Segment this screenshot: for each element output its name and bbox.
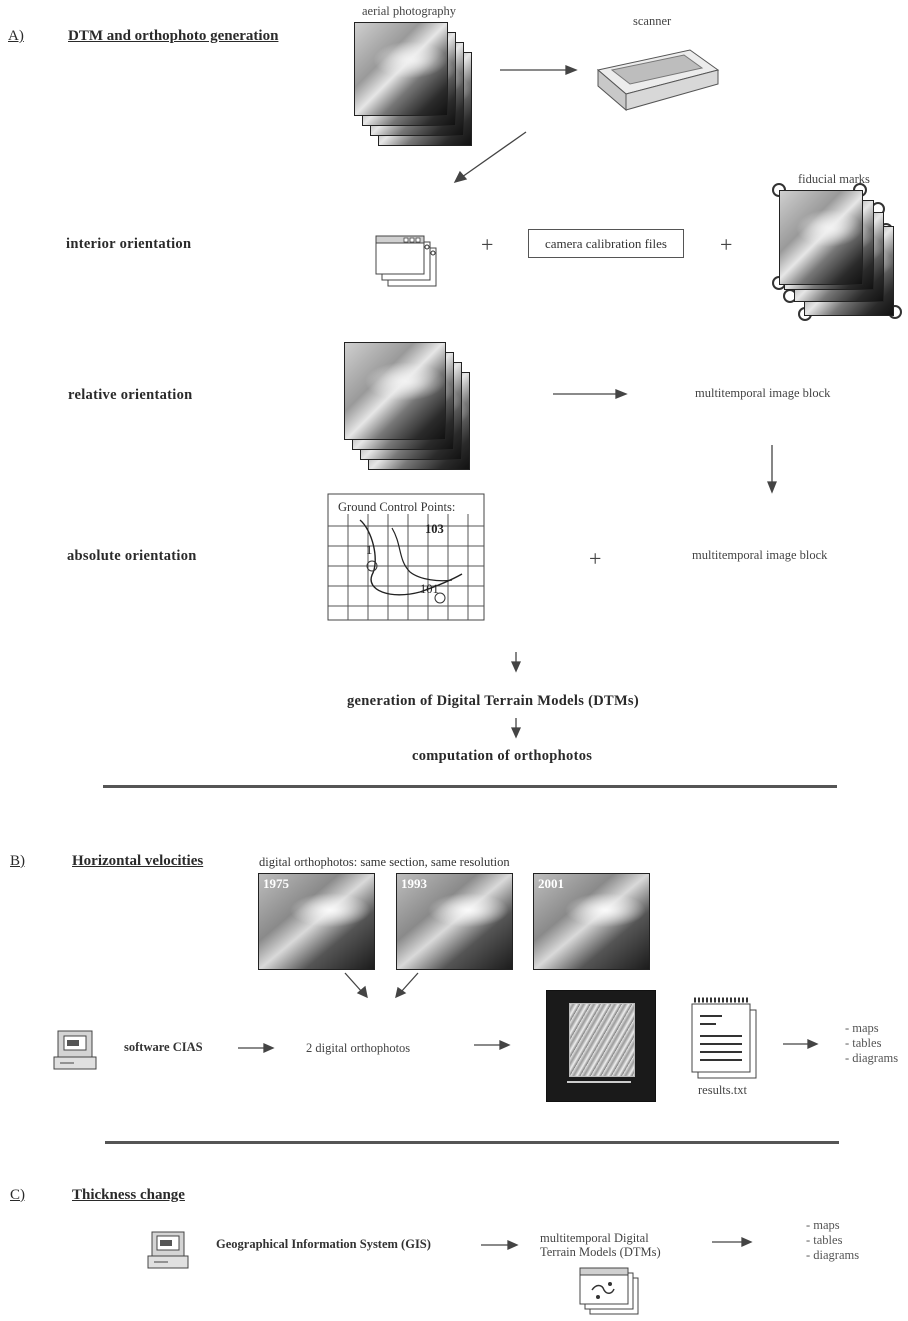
year-label: 1993 (401, 876, 427, 891)
gcp-101: 101 (420, 582, 439, 596)
section-c-title: Thickness change (72, 1187, 185, 1203)
section-b-title: Horizontal velocities (72, 853, 204, 869)
output-item: - diagrams (806, 1248, 860, 1262)
output-item: - maps (806, 1218, 840, 1232)
output-item: - tables (806, 1233, 843, 1247)
section-a-letter: A) (8, 28, 24, 44)
gcp-title: Ground Control Points: (338, 500, 456, 514)
plus-sign: + (589, 546, 602, 571)
orthophoto-1975: 1975 (258, 873, 375, 970)
multitemporal-image-block-2: multitemporal image block (692, 548, 828, 562)
section-a-title: DTM and orthophoto generation (68, 28, 279, 44)
gcp-map-grid (327, 493, 485, 621)
section-b-letter: B) (10, 853, 25, 869)
dtm-caption-line: multitemporal Digital (540, 1231, 649, 1245)
output-item: - diagrams (845, 1051, 899, 1065)
absolute-orientation-label: absolute orientation (67, 548, 197, 564)
fiducial-marks-label: fiducial marks (798, 172, 870, 186)
results-notepad-icon (691, 997, 757, 1079)
orthophoto-2001: 2001 (533, 873, 650, 970)
output-item: - maps (845, 1021, 879, 1035)
dtm-stack-caption: multitemporal Digital Terrain Models (DT… (540, 1231, 661, 1259)
gcp-103: 103 (425, 522, 444, 536)
relative-orientation-label: relative orientation (68, 387, 193, 403)
dtm-window-icon (579, 1267, 639, 1315)
interior-orientation-label: interior orientation (66, 236, 192, 252)
dtm-caption-line: Terrain Models (DTMs) (540, 1245, 661, 1259)
velocity-result-image (546, 990, 656, 1102)
year-label: 1975 (263, 876, 289, 891)
scanner-label: scanner (633, 14, 672, 28)
plus-sign: + (481, 232, 494, 257)
multitemporal-image-block-1: multitemporal image block (695, 386, 831, 400)
computer-icon-b (53, 1030, 97, 1070)
divider-a-b (103, 785, 837, 788)
computer-icon-c (147, 1231, 189, 1269)
year-label: 2001 (538, 876, 564, 891)
orthophotos-caption: digital orthophotos: same section, same … (259, 855, 510, 869)
output-item: - tables (845, 1036, 882, 1050)
orthophoto-computation-label: computation of orthophotos (412, 748, 593, 764)
divider-b-c (105, 1141, 839, 1144)
orthophoto-1993: 1993 (396, 873, 513, 970)
outputs-list-c: - maps - tables - diagrams (806, 1218, 859, 1263)
gis-label: Geographical Information System (GIS) (216, 1237, 431, 1251)
results-txt-label: results.txt (698, 1083, 747, 1097)
two-orthophotos-label: 2 digital orthophotos (306, 1041, 411, 1055)
document-window-icon (375, 235, 437, 287)
gcp-1: 1 (366, 543, 373, 557)
plus-sign: + (720, 232, 733, 257)
section-c-letter: C) (10, 1187, 25, 1203)
outputs-list-b: - maps - tables - diagrams (845, 1021, 898, 1066)
aerial-photography-label: aerial photography (362, 4, 457, 18)
dtm-generation-label: generation of Digital Terrain Models (DT… (347, 693, 639, 709)
software-cias-label: software CIAS (124, 1040, 203, 1054)
scanner-icon (596, 49, 720, 112)
camera-calibration-files-box: camera calibration files (528, 229, 684, 258)
